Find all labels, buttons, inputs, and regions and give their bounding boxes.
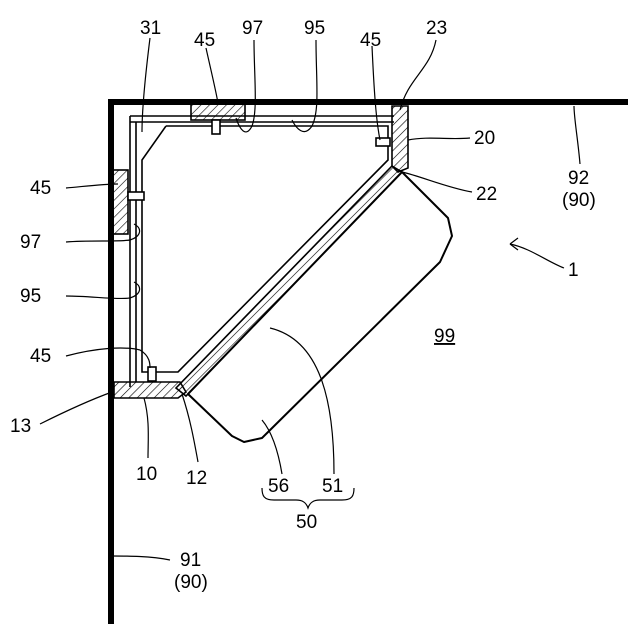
leader-13 — [40, 392, 112, 424]
leader-95a — [292, 40, 317, 132]
panel-body — [188, 172, 452, 442]
label-99: 99 — [434, 326, 455, 347]
mount-left-upper — [112, 170, 128, 234]
label-95-left: 95 — [20, 286, 41, 307]
label-45-left-upper: 45 — [30, 178, 51, 199]
label-45-top-left: 45 — [194, 30, 215, 51]
leader-91 — [112, 556, 170, 560]
label-90-bottom: (90) — [174, 572, 208, 593]
label-97-left: 97 — [20, 232, 41, 253]
leader-20 — [408, 138, 470, 140]
label-45-top-right: 45 — [360, 30, 381, 51]
bracket-20 — [392, 106, 408, 172]
label-13: 13 — [10, 416, 31, 437]
label-97-top: 97 — [242, 18, 263, 39]
label-51: 51 — [322, 476, 343, 497]
label-95-top: 95 — [304, 18, 325, 39]
leader-1 — [510, 244, 564, 268]
label-20: 20 — [474, 128, 495, 149]
leader-10 — [144, 398, 148, 458]
leader-12 — [182, 394, 198, 462]
label-56: 56 — [268, 476, 289, 497]
label-31: 31 — [140, 18, 161, 39]
bracket-10 — [114, 382, 186, 398]
label-91: 91 — [180, 550, 201, 571]
label-10: 10 — [136, 464, 157, 485]
mount-top-right-pin — [376, 138, 390, 146]
mount-top-left-pin — [212, 120, 220, 134]
leader-31 — [142, 38, 150, 132]
label-22: 22 — [476, 184, 497, 205]
leader-92 — [574, 106, 580, 164]
wall-corner — [111, 102, 628, 624]
leader-45a — [206, 48, 218, 104]
label-92: 92 — [568, 168, 589, 189]
mount-bottom-pin — [148, 367, 156, 381]
label-12: 12 — [186, 468, 207, 489]
label-90-right: (90) — [562, 190, 596, 211]
mount-left-upper-pin — [128, 192, 144, 200]
label-1: 1 — [568, 260, 579, 281]
leader-95b — [66, 282, 140, 299]
label-45-left-lower: 45 — [30, 346, 51, 367]
mount-top-left — [191, 103, 245, 120]
label-50: 50 — [296, 512, 317, 533]
label-23: 23 — [426, 18, 447, 39]
